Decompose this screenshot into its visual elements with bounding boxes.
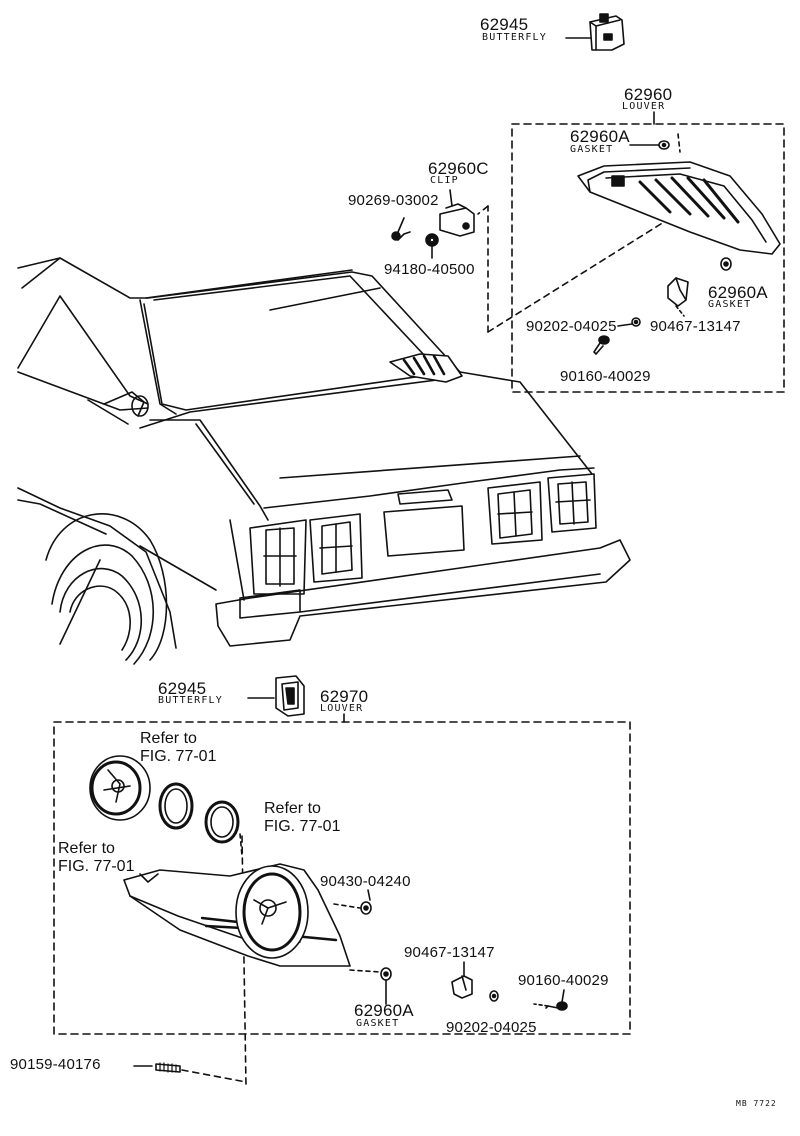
louver-bottom-part xyxy=(123,863,351,967)
butterfly-bottom-part-no: 62945 xyxy=(158,679,207,698)
ring-b-part xyxy=(204,800,247,1087)
clip-top-part xyxy=(439,189,475,237)
louver-top-desc: LOUVER xyxy=(622,101,666,112)
nut-bottom-part-no: 90430-04240 xyxy=(320,873,411,890)
nut-bottom-part xyxy=(333,889,372,915)
hose-part xyxy=(133,1062,247,1083)
louver-top-box xyxy=(511,123,785,393)
refer-note-top: Refer to FIG. 77-01 xyxy=(140,730,217,765)
washer-bottom-part-no: 90202-04025 xyxy=(446,1019,537,1036)
gasket-right-desc: GASKET xyxy=(708,299,752,310)
ring-a-part xyxy=(158,782,194,830)
grommet-top-part xyxy=(667,277,689,317)
hose-part-no: 90159-40176 xyxy=(10,1056,101,1073)
grommet-top-part-no: 90467-13147 xyxy=(650,318,741,335)
nut-clip-part-no: 94180-40500 xyxy=(384,261,475,278)
figure-code: MB 7722 xyxy=(736,1099,777,1108)
gasket-top-part xyxy=(629,133,681,153)
butterfly-top-part-no: 62945 xyxy=(480,15,529,34)
gasket-bottom-desc: GASKET xyxy=(356,1018,400,1029)
gasket-top-part-no: 62960A xyxy=(570,127,630,146)
gasket-top-desc: GASKET xyxy=(570,144,614,155)
gasket-right-part xyxy=(720,257,732,271)
screw-top-part xyxy=(593,335,610,355)
louver-bottom-desc: LOUVER xyxy=(320,703,364,714)
gasket-bottom-part xyxy=(349,967,392,1005)
clip-part-no: 62960C xyxy=(428,159,489,178)
butterfly-top-part xyxy=(565,13,625,51)
screw-bottom-part xyxy=(533,989,568,1011)
screw-clip-part-no: 90269-03002 xyxy=(348,192,439,209)
louver-bottom-box xyxy=(53,721,631,1035)
gasket-bottom-part-no: 62960A xyxy=(354,1001,414,1020)
gasket-right-part-no: 62960A xyxy=(708,283,768,302)
washer-top-part-no: 90202-04025 xyxy=(526,318,617,335)
washer-bottom-part xyxy=(489,990,499,1002)
refer-note-right: Refer to FIG. 77-01 xyxy=(264,800,341,835)
louver-install-line xyxy=(487,221,665,333)
louver-top-part-no: 62960 xyxy=(624,85,673,104)
louver-bottom-part-no: 62970 xyxy=(320,687,369,706)
butterfly-bottom-desc: BUTTERFLY xyxy=(158,695,223,706)
butterfly-top-desc: BUTTERFLY xyxy=(482,32,547,43)
screw-bottom-part-no: 90160-40029 xyxy=(518,972,609,989)
nut-clip-part xyxy=(425,233,439,259)
grommet-bottom-part xyxy=(451,961,473,999)
clip-desc: CLIP xyxy=(430,175,459,186)
lamp-housing-part xyxy=(89,755,151,821)
butterfly-bottom-part xyxy=(247,675,305,717)
louver-top-part xyxy=(577,161,781,255)
refer-note-left: Refer to FIG. 77-01 xyxy=(58,840,135,875)
washer-top-part xyxy=(617,317,641,327)
screw-clip-part xyxy=(391,217,411,241)
screw-top-part-no: 90160-40029 xyxy=(560,368,651,385)
grommet-bottom-part-no: 90467-13147 xyxy=(404,944,495,961)
car-body xyxy=(17,257,631,665)
